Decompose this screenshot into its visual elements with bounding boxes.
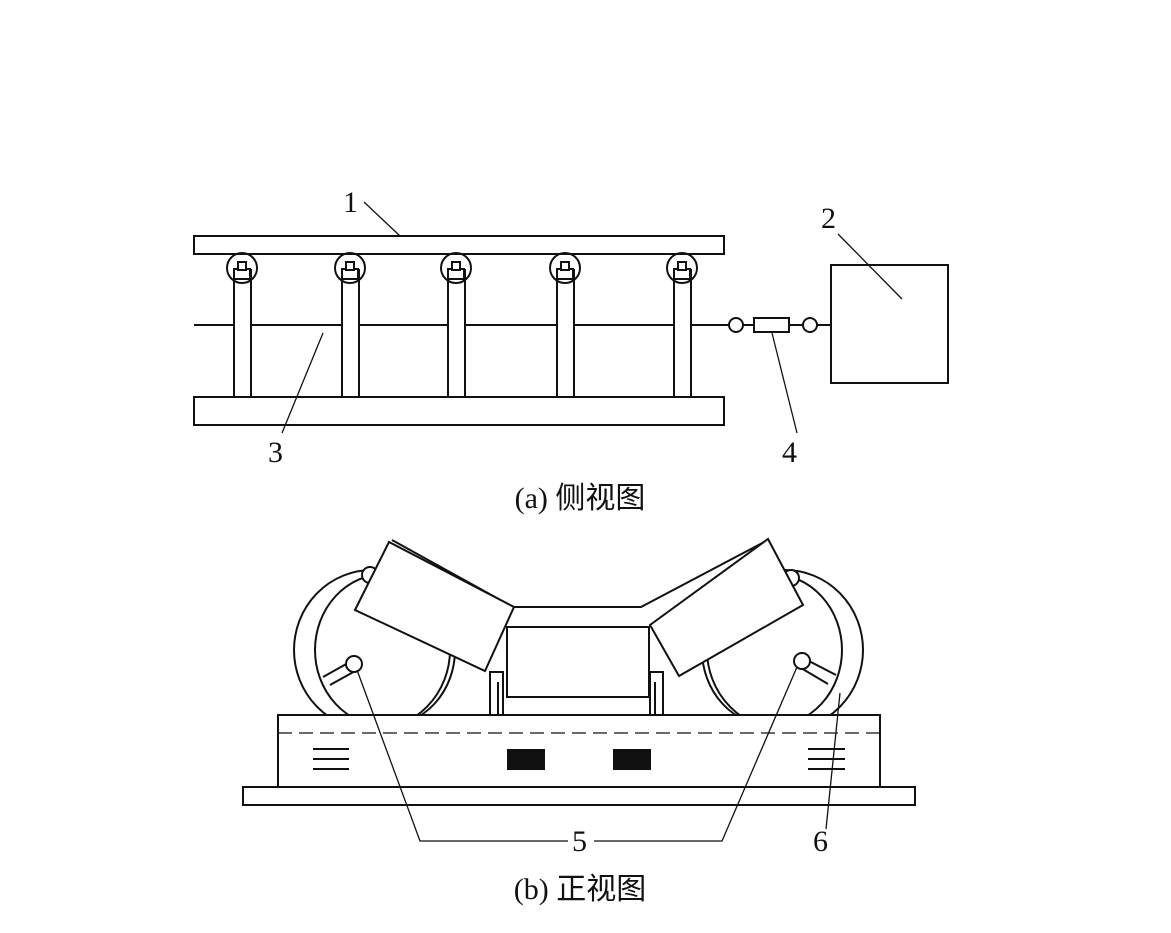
right-wing-roller <box>648 537 805 678</box>
side-view: 1 2 3 4 (a) 侧视图 <box>193 186 949 515</box>
left-wing-roller <box>353 540 516 673</box>
right-pivot <box>793 652 837 685</box>
indicator-right <box>613 749 651 770</box>
center-brackets <box>489 671 664 716</box>
belt-upper-rail <box>193 235 725 255</box>
lower-rail <box>193 396 725 426</box>
right-vent <box>808 748 845 770</box>
idler-1 <box>226 252 258 398</box>
left-vent <box>313 748 349 770</box>
terminal-right <box>802 317 818 333</box>
front-view: 5 6 (b) 正视图 <box>242 537 916 906</box>
housing <box>277 714 881 788</box>
caption-side-view: (a) 侧视图 <box>515 482 646 515</box>
label-3: 3 <box>268 436 283 469</box>
label-5: 5 <box>572 825 587 858</box>
idler-4 <box>549 252 581 398</box>
label-1: 1 <box>343 186 358 219</box>
idler-5 <box>666 252 698 398</box>
label-6: 6 <box>813 825 828 858</box>
center-roller <box>506 626 650 698</box>
left-pivot <box>322 655 363 686</box>
resistor <box>753 317 790 333</box>
trough-belt-outline <box>391 539 769 608</box>
indicator-left <box>507 749 545 770</box>
label-2: 2 <box>821 202 836 235</box>
label-4: 4 <box>782 436 797 469</box>
terminal-left <box>728 317 744 333</box>
idler-2 <box>334 252 366 398</box>
base-plate <box>242 786 916 806</box>
idler-3 <box>440 252 472 398</box>
caption-front-view: (b) 正视图 <box>514 873 646 906</box>
monitor-box <box>830 264 949 384</box>
